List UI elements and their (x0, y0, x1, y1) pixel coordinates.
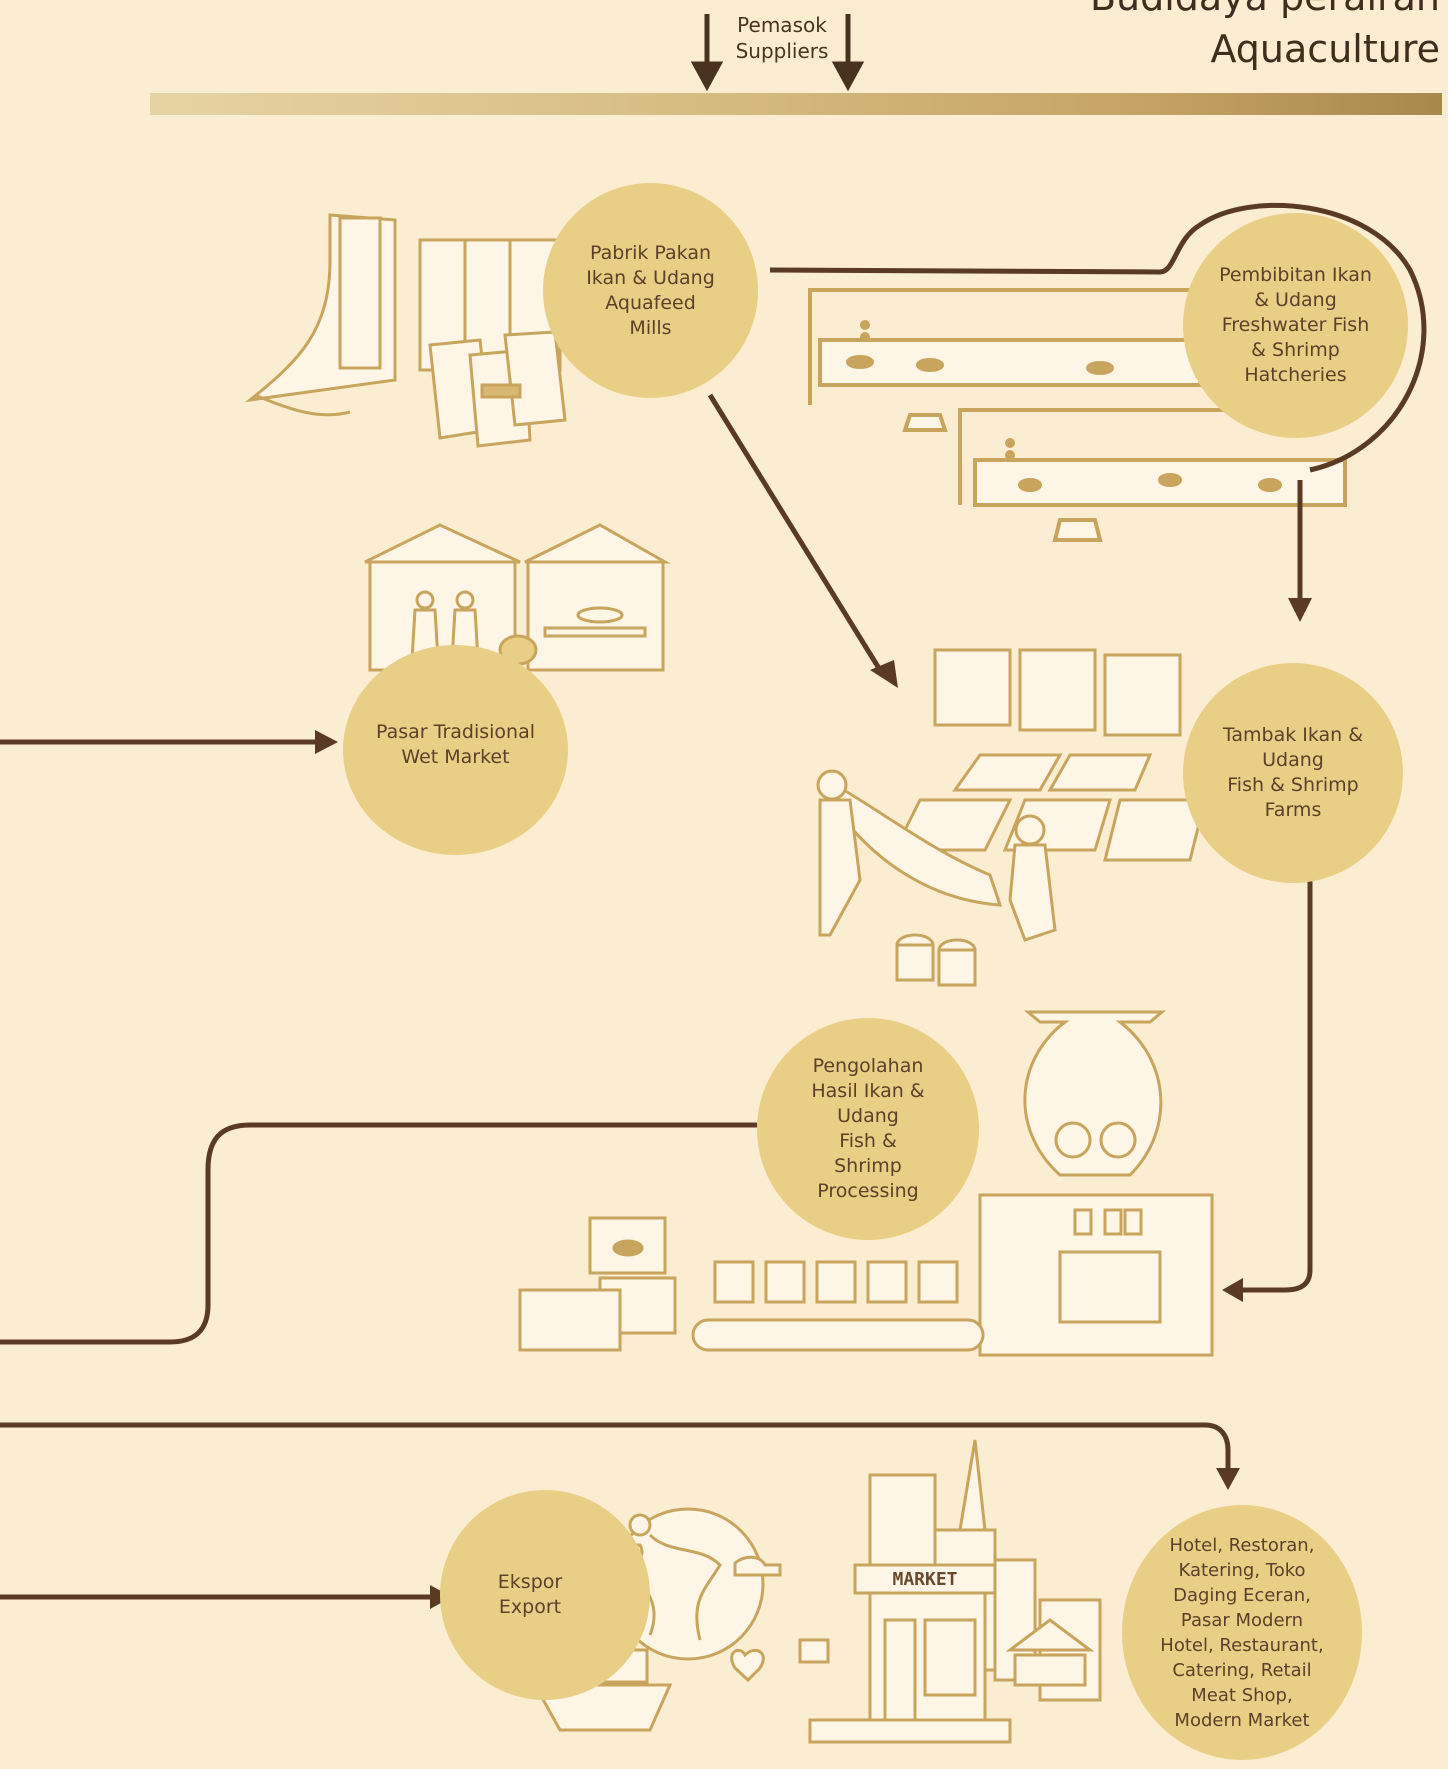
arrowhead-processing (1222, 1278, 1243, 1302)
arrow-feed-to-farms (710, 395, 880, 670)
node-feed-mills-label: Pabrik Pakan Ikan & Udang Aquafeed Mills (586, 241, 715, 341)
node-hatcheries-label: Pembibitan Ikan & Udang Freshwater Fish … (1219, 263, 1372, 388)
market-sign-text: MARKET (892, 1569, 957, 1590)
node-horeca-label: Hotel, Restoran, Katering, Toko Daging E… (1160, 1533, 1323, 1733)
market-stall-icon (365, 525, 665, 670)
node-farms: Tambak Ikan & Udang Fish & Shrimp Farms (1183, 663, 1403, 883)
fish-farm-icon (818, 650, 1205, 985)
city-market-icon (800, 1440, 1100, 1742)
feed-factory-icon (250, 215, 565, 446)
node-wet-market: Pasar Tradisional Wet Market (343, 645, 568, 855)
arrow-farms-to-processing (1240, 875, 1310, 1290)
node-export-label: Ekspor Export (498, 1570, 562, 1620)
flow-arrows (0, 205, 1424, 1597)
node-farms-label: Tambak Ikan & Udang Fish & Shrimp Farms (1223, 723, 1363, 823)
node-feed-mills: Pabrik Pakan Ikan & Udang Aquafeed Mills (543, 183, 758, 398)
node-hatcheries: Pembibitan Ikan & Udang Freshwater Fish … (1183, 213, 1408, 438)
arrow-to-horeca (0, 1425, 1228, 1470)
arrowhead-wet-market (315, 730, 338, 754)
supplier-arrows (695, 14, 860, 86)
arrowhead-horeca (1216, 1468, 1240, 1490)
node-wet-market-label: Pasar Tradisional Wet Market (376, 720, 535, 770)
node-export: Ekspor Export (440, 1490, 650, 1700)
node-horeca: Hotel, Restoran, Katering, Toko Daging E… (1122, 1505, 1362, 1760)
node-processing-label: Pengolahan Hasil Ikan & Udang Fish & Shr… (811, 1054, 924, 1204)
arrowhead-hatchery-farms (1288, 598, 1312, 622)
node-processing: Pengolahan Hasil Ikan & Udang Fish & Shr… (757, 1018, 979, 1240)
